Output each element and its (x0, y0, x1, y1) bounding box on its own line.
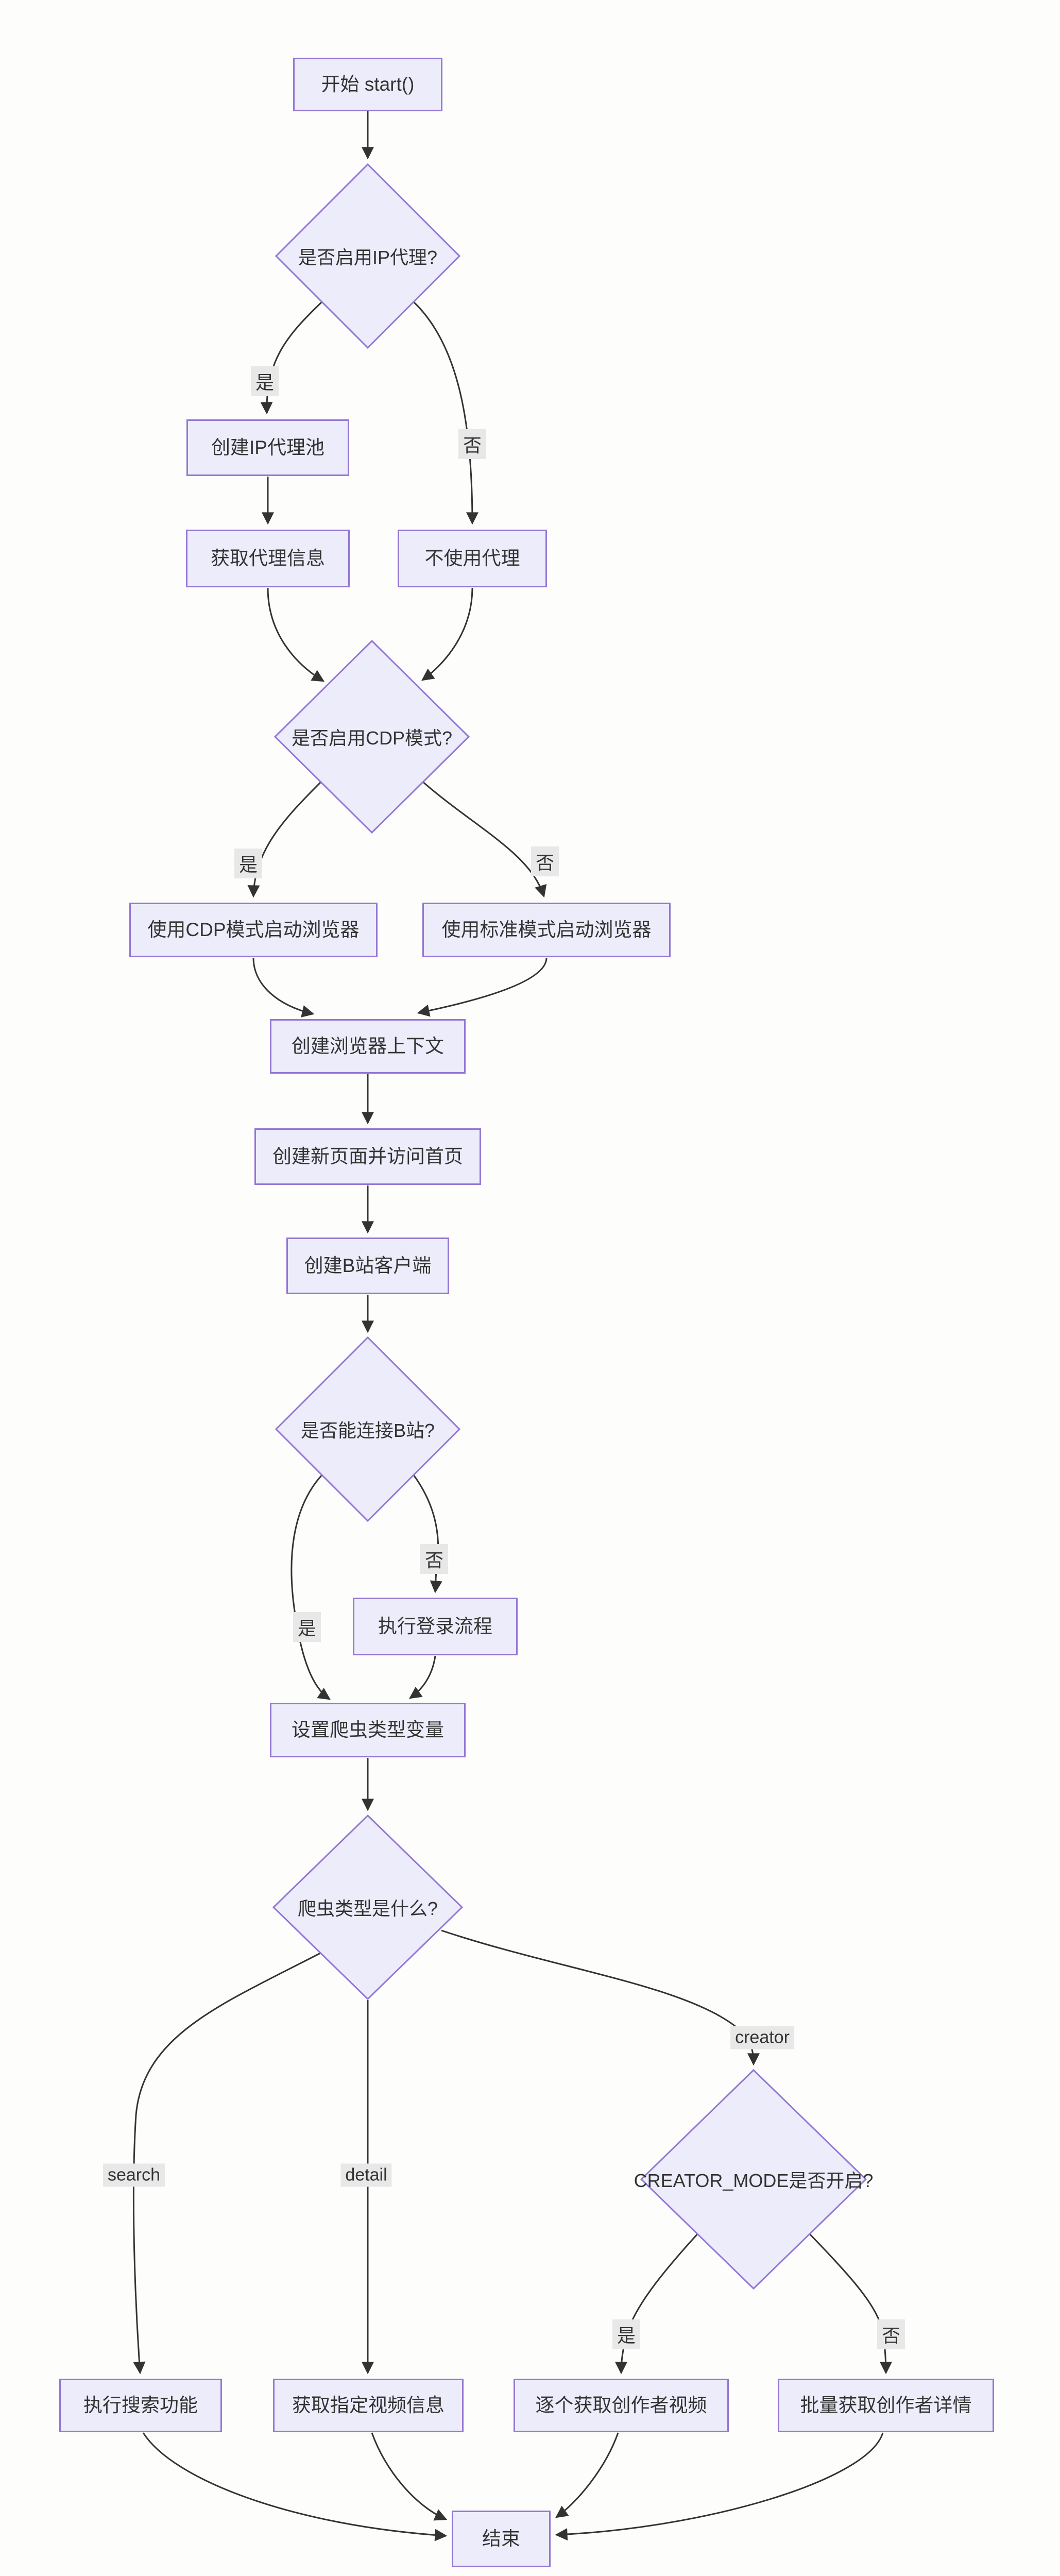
edge-label-search: search (102, 2163, 165, 2187)
decision-cdp-mode-shape (273, 639, 470, 834)
edge-label-no-3: 否 (420, 1544, 449, 1574)
decision-ip-proxy-shape (275, 163, 461, 349)
edge-label-yes-2: 是 (234, 849, 263, 878)
edge-label-yes-4: 是 (612, 2319, 641, 2349)
edge-batch-to-end (555, 2432, 884, 2541)
edge-connect-no-to-login (413, 1475, 442, 1594)
node-run-search: 执行搜索功能 (59, 2379, 222, 2432)
decision-crawler-type-label: 爬虫类型是什么? (297, 1898, 438, 1919)
edge-creator-no-to-batch (807, 2231, 892, 2375)
decision-creator-mode-label: CREATOR_MODE是否开启? (634, 2170, 874, 2191)
edge-label-no-2: 否 (531, 846, 559, 876)
edge-no-proxy-to-cdp-decision (421, 587, 473, 681)
node-get-video-info: 获取指定视频信息 (273, 2379, 464, 2432)
edge-do-search-to-end (142, 2432, 448, 2541)
edge-ip-yes-to-create-pool (260, 301, 323, 415)
node-create-ip-proxy-pool: 创建IP代理池 (186, 419, 349, 476)
edge-type-creator-to-creator-decision (441, 1929, 760, 2066)
node-launch-browser-standard: 使用标准模式启动浏览器 (422, 903, 671, 957)
watermark-toutiao: 头条 @老葛说码 (826, 2574, 1040, 2576)
edge-label-yes-1: 是 (250, 366, 279, 396)
node-launch-browser-cdp: 使用CDP模式启动浏览器 (129, 903, 378, 957)
edge-label-yes-3: 是 (293, 1612, 321, 1642)
decision-cdp-mode-label: 是否启用CDP模式? (291, 727, 453, 749)
edge-launch-std-to-context (417, 957, 548, 1017)
decision-connect-bilibili-label: 是否能连接B站? (300, 1420, 435, 1441)
node-get-proxy-info: 获取代理信息 (186, 530, 350, 587)
edge-launch-cdp-to-context (252, 957, 315, 1018)
node-create-bilibili-client: 创建B站客户端 (286, 1238, 449, 1294)
edge-login-to-set-type (409, 1655, 436, 1699)
node-set-crawler-type: 设置爬虫类型变量 (270, 1703, 466, 1757)
node-end: 结束 (452, 2511, 551, 2567)
edge-videos-to-end (555, 2432, 619, 2518)
edge-get-video-to-end (371, 2432, 448, 2521)
edge-label-no-1: 否 (458, 429, 487, 459)
edge-label-creator: creator (730, 2026, 794, 2049)
edge-creator-yes-to-videos (615, 2231, 700, 2375)
edge-connect-yes-to-set-type (290, 1474, 331, 1700)
node-perform-login: 执行登录流程 (353, 1598, 518, 1655)
decision-connect-bilibili-shape (275, 1336, 461, 1522)
decision-ip-proxy-label: 是否启用IP代理? (298, 247, 438, 268)
node-start: 开始 start() (293, 58, 442, 111)
node-create-browser-context: 创建浏览器上下文 (270, 1019, 466, 1074)
node-get-creator-details-batch: 批量获取创作者详情 (778, 2379, 994, 2432)
edge-label-no-4: 否 (877, 2319, 905, 2349)
decision-crawler-type-shape (272, 1814, 464, 2001)
edge-cdp-yes-to-launch-cdp (247, 778, 324, 898)
edge-get-proxy-to-cdp-decision (267, 587, 325, 682)
edge-cdp-no-to-launch-std (421, 779, 547, 898)
node-get-creator-videos: 逐个获取创作者视频 (514, 2379, 729, 2432)
edge-label-detail: detail (340, 2163, 392, 2187)
decision-creator-mode-shape (640, 2069, 867, 2290)
edge-ip-no-to-no-proxy (413, 301, 478, 525)
edge-type-search-to-do-search (132, 1952, 321, 2375)
node-no-proxy: 不使用代理 (398, 530, 547, 587)
node-create-page-visit-home: 创建新页面并访问首页 (254, 1128, 481, 1185)
